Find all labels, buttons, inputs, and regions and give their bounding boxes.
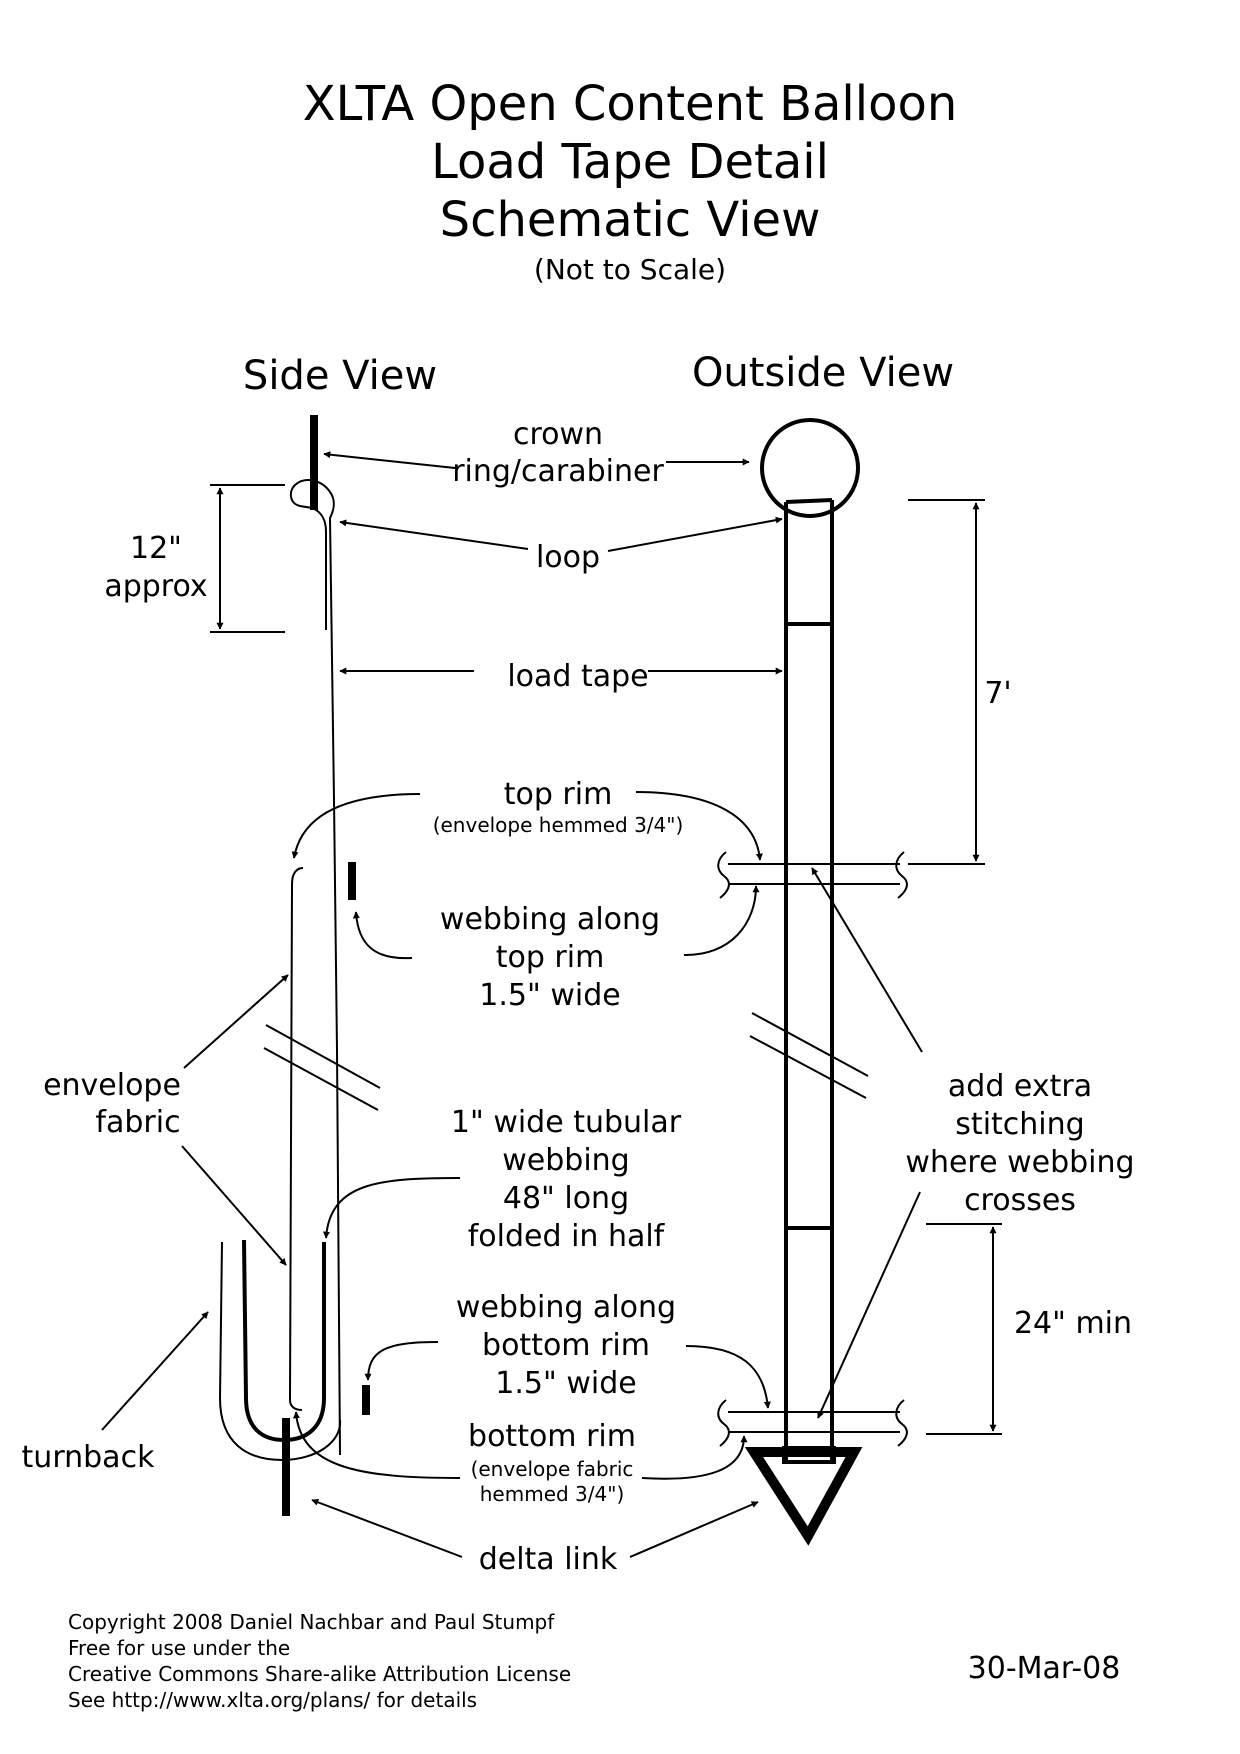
copyright-line2: Free for use under the bbox=[68, 1636, 290, 1660]
outside-bottom-rim-break-left bbox=[717, 1399, 730, 1447]
label-webbing-bottom-2: bottom rim bbox=[482, 1328, 650, 1363]
outside-bottom-rim-band bbox=[728, 1411, 900, 1433]
side-break-mark-2 bbox=[263, 1047, 379, 1111]
leader-top-rim-outside bbox=[635, 791, 763, 861]
copyright-block: Copyright 2008 Daniel Nachbar and Paul S… bbox=[68, 1610, 571, 1712]
side-tubular-webbing bbox=[242, 1239, 326, 1443]
leader-tubular bbox=[322, 1177, 461, 1239]
label-webbing-bottom-3: 1.5" wide bbox=[495, 1366, 636, 1401]
label-load-tape: load tape bbox=[507, 659, 648, 694]
side-view-heading: Side View bbox=[243, 353, 437, 399]
label-12-inch: 12" bbox=[130, 531, 182, 566]
title-line2: Load Tape Detail bbox=[431, 134, 829, 190]
label-ring-carabiner: ring/carabiner bbox=[452, 454, 664, 489]
label-7-ft: 7' bbox=[984, 676, 1011, 711]
label-turnback: turnback bbox=[22, 1440, 156, 1475]
outside-view-drawing bbox=[717, 418, 908, 1546]
leader-bottom-rim-outside bbox=[641, 1435, 748, 1480]
label-webbing-top-1: webbing along bbox=[440, 902, 660, 937]
label-crown: crown bbox=[513, 417, 603, 452]
label-top-rim: top rim bbox=[504, 777, 613, 812]
label-delta-link: delta link bbox=[479, 1542, 618, 1577]
leader-bottom-rim-side bbox=[292, 1411, 461, 1479]
label-bottom-rim-note-2: hemmed 3/4") bbox=[480, 1482, 625, 1506]
label-approx: approx bbox=[104, 569, 207, 604]
leader-top-rim-side bbox=[291, 793, 421, 859]
dimension-24-inch bbox=[926, 1223, 1002, 1435]
outside-top-rim-break-left bbox=[717, 851, 730, 899]
label-webbing-top-2: top rim bbox=[496, 940, 605, 975]
label-bottom-rim: bottom rim bbox=[468, 1419, 636, 1454]
label-extra-3: where webbing bbox=[905, 1145, 1134, 1180]
leader-turnback bbox=[101, 1311, 209, 1431]
label-extra-1: add extra bbox=[948, 1069, 1092, 1104]
leader-loop-side bbox=[339, 519, 529, 550]
dimension-7-ft bbox=[908, 499, 985, 865]
leader-extra-top bbox=[811, 867, 923, 1053]
leader-loop-outside bbox=[607, 516, 783, 552]
outside-bottom-rim-break-right bbox=[895, 1399, 908, 1447]
leader-envelope-lower bbox=[181, 1145, 287, 1266]
label-fabric: fabric bbox=[95, 1105, 180, 1140]
label-webbing-top-3: 1.5" wide bbox=[479, 978, 620, 1013]
label-extra-2: stitching bbox=[955, 1107, 1084, 1142]
label-tubular-3: 48" long bbox=[503, 1181, 629, 1216]
leader-webbing-top-outside bbox=[683, 885, 760, 957]
leader-envelope-upper bbox=[183, 974, 289, 1069]
leader-webbing-bottom-side bbox=[364, 1341, 439, 1381]
copyright-line1: Copyright 2008 Daniel Nachbar and Paul S… bbox=[68, 1610, 555, 1634]
outside-top-rim-band bbox=[728, 863, 900, 885]
title-block: XLTA Open Content Balloon Load Tape Deta… bbox=[303, 76, 958, 286]
side-envelope-fabric bbox=[288, 867, 304, 1411]
date-stamp: 30-Mar-08 bbox=[968, 1651, 1121, 1686]
outside-break-mark-2 bbox=[749, 1035, 867, 1099]
leader-extra-bottom bbox=[817, 1191, 921, 1419]
leader-webbing-bottom-outside bbox=[685, 1345, 771, 1409]
outside-crown-ring bbox=[760, 418, 860, 518]
outside-top-rim-break-right bbox=[895, 851, 908, 899]
label-tubular-2: webbing bbox=[502, 1143, 629, 1178]
label-extra-4: crosses bbox=[964, 1183, 1076, 1218]
label-tubular-4: folded in half bbox=[468, 1219, 666, 1254]
label-webbing-bottom-1: webbing along bbox=[456, 1290, 676, 1325]
label-top-rim-note: (envelope hemmed 3/4") bbox=[433, 813, 684, 837]
title-note: (Not to Scale) bbox=[534, 253, 726, 286]
leader-webbing-top-side bbox=[352, 911, 413, 960]
label-24-inch-min: 24" min bbox=[1014, 1306, 1132, 1341]
dimension-12-inch bbox=[210, 484, 285, 633]
leader-crown-side bbox=[323, 451, 456, 469]
label-envelope: envelope bbox=[43, 1068, 181, 1103]
outside-break-mark-1 bbox=[751, 1012, 869, 1077]
title-line1: XLTA Open Content Balloon bbox=[303, 76, 958, 132]
copyright-line4: See http://www.xlta.org/plans/ for detai… bbox=[68, 1688, 477, 1712]
leader-delta-outside bbox=[629, 1501, 759, 1558]
copyright-line3: Creative Commons Share-alike Attribution… bbox=[68, 1662, 571, 1686]
side-turnback bbox=[218, 1241, 342, 1462]
side-break-mark-1 bbox=[265, 1024, 381, 1089]
title-line3: Schematic View bbox=[440, 192, 821, 248]
side-view-drawing bbox=[218, 415, 381, 1516]
leader-delta-side bbox=[311, 1498, 463, 1558]
label-bottom-rim-note-1: (envelope fabric bbox=[471, 1457, 634, 1481]
outside-delta-link bbox=[744, 1447, 863, 1546]
label-tubular-1: 1" wide tubular bbox=[451, 1105, 682, 1140]
outside-view-heading: Outside View bbox=[692, 350, 954, 396]
side-loop-and-load-tape bbox=[289, 479, 341, 1456]
outside-loop-top bbox=[785, 498, 833, 504]
label-loop: loop bbox=[536, 540, 600, 575]
